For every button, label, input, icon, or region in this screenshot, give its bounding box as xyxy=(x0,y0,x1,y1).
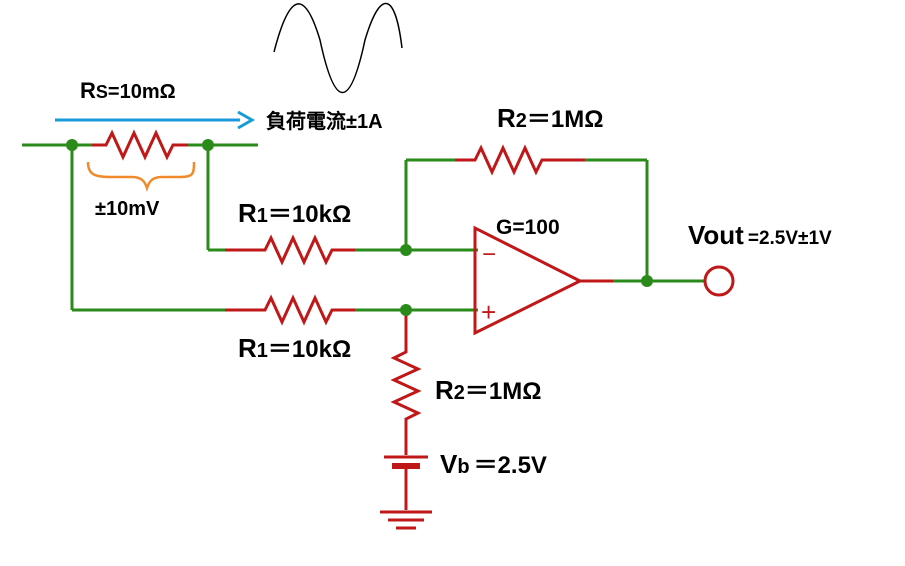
vout-label: Vout=2.5V±1V xyxy=(688,220,832,250)
vout-label-main: Vout xyxy=(688,220,744,250)
junction-dots xyxy=(66,139,653,316)
r1-noninverting-label-main: R xyxy=(238,333,257,363)
r2-feedback-label-sub: 2 xyxy=(516,110,527,132)
rs-label-sub: S xyxy=(96,82,108,102)
op-amp xyxy=(473,225,613,336)
gain-label: G=100 xyxy=(496,216,560,239)
r2-bias-label-value: ＝1MΩ xyxy=(465,378,542,405)
r1-inverting-label-main: R xyxy=(238,198,257,228)
resistor-r1-noninverting xyxy=(225,294,355,326)
r1-noninverting-label-sub: 1 xyxy=(257,340,268,362)
plus-sign: + xyxy=(481,297,496,327)
r1-inverting-label: R1＝10kΩ xyxy=(238,198,351,228)
r1-inverting-label-sub: 1 xyxy=(257,205,268,227)
r1-noninverting-label-value: ＝10kΩ xyxy=(268,336,351,363)
r2-feedback-label-main: R xyxy=(497,103,516,133)
vb-label-value: ＝2.5V xyxy=(474,452,547,479)
wires xyxy=(22,143,705,312)
vb-label-sub: b xyxy=(457,456,469,478)
ground-icon xyxy=(380,510,432,530)
r2-bias-label: R2＝1MΩ xyxy=(435,375,542,405)
minus-sign: − xyxy=(482,241,496,268)
rs-voltage-label: ±10mV xyxy=(95,198,160,220)
rs-label-main: R xyxy=(80,78,96,103)
load-current-label: 負荷電流±1A xyxy=(266,109,383,133)
r2-bias-label-main: R xyxy=(435,375,454,405)
r2-feedback-label: R2＝1MΩ xyxy=(497,103,604,133)
r1-noninverting-label: R1＝10kΩ xyxy=(238,333,351,363)
r2-feedback-label-value: ＝1MΩ xyxy=(527,106,604,133)
sine-wave-icon xyxy=(273,2,403,93)
current-arrow xyxy=(55,110,256,130)
rs-label-value: =10mΩ xyxy=(108,81,176,103)
resistor-r2-bias xyxy=(390,312,422,455)
resistor-rs xyxy=(92,129,188,161)
resistor-r2-feedback xyxy=(455,144,585,176)
resistor-r1-inverting xyxy=(225,234,355,266)
vb-label: Vb＝2.5V xyxy=(440,449,547,479)
vout-label-value: =2.5V±1V xyxy=(748,228,832,249)
rs-label: RS=10mΩ xyxy=(80,78,176,103)
vb-label-main: V xyxy=(440,449,458,479)
output-terminal xyxy=(703,265,735,297)
brace-icon xyxy=(86,161,196,192)
battery-vb xyxy=(384,455,428,510)
r2-bias-label-sub: 2 xyxy=(454,382,465,404)
r1-inverting-label-value: ＝10kΩ xyxy=(268,201,351,228)
